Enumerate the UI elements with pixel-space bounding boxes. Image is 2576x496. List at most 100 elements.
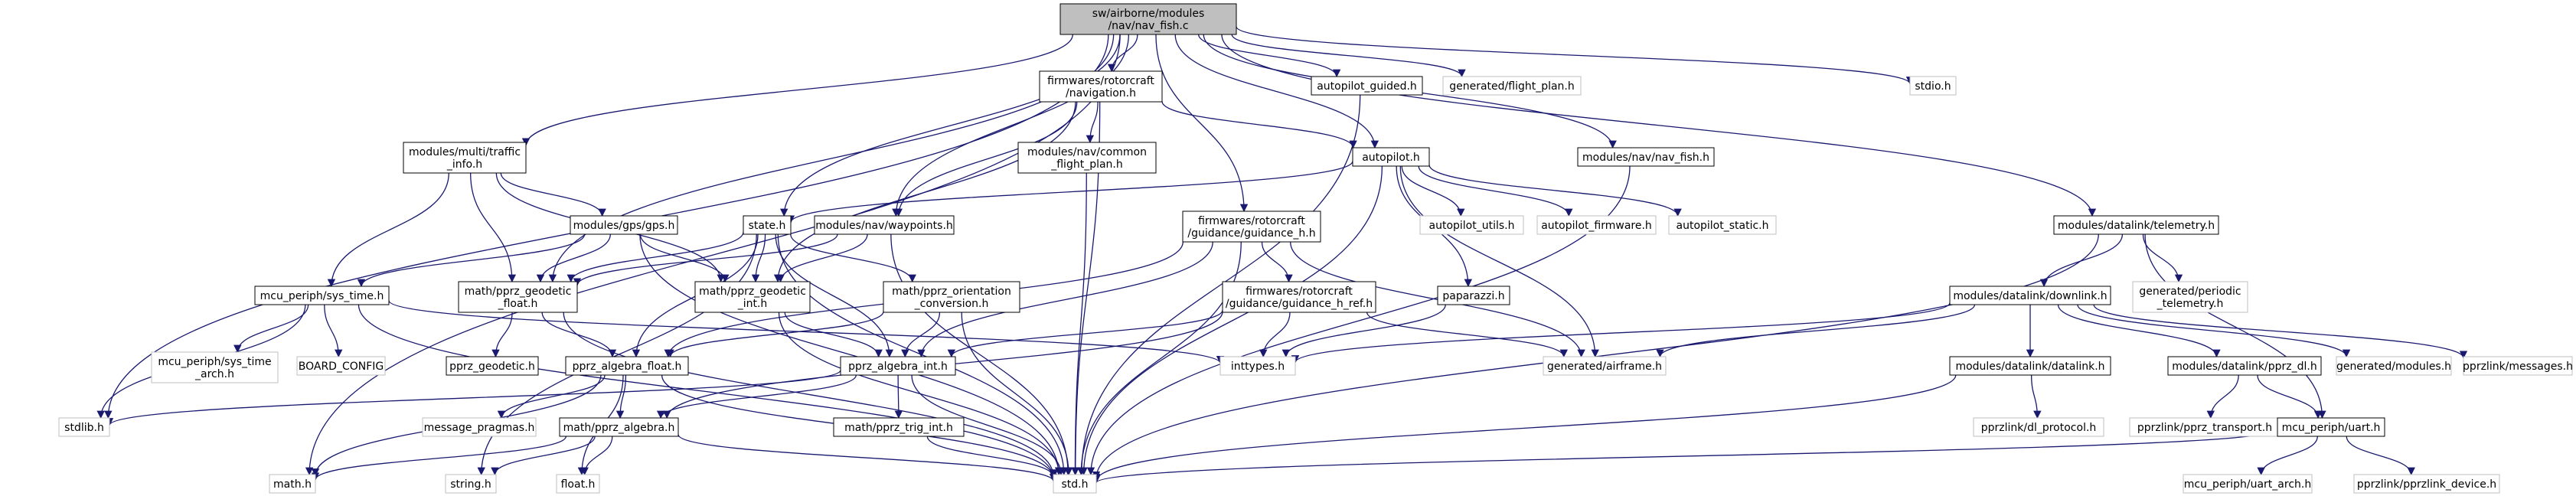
node-box-commonfp[interactable] bbox=[1017, 142, 1157, 174]
edge-gps-to-geoint bbox=[639, 233, 730, 283]
node-pprzdevice: pprzlink/pprzlink_device.h bbox=[2353, 474, 2500, 494]
node-box-stdlib bbox=[58, 417, 110, 437]
node-label-messages-line-0: pprzlink/messages.h bbox=[2463, 361, 2573, 373]
node-box-geodetic[interactable] bbox=[446, 356, 539, 376]
node-label-navfish-line-0: modules/nav/nav_fish.h bbox=[1582, 152, 1709, 164]
edge-nav-to-geoint bbox=[773, 101, 1076, 283]
node-apguided[interactable]: autopilot_guided.h bbox=[1311, 76, 1423, 96]
node-label-downlink-line-0: modules/datalink/downlink.h bbox=[1953, 290, 2107, 302]
node-traffic[interactable]: modules/multi/traffic_info.h bbox=[403, 142, 527, 174]
edge-root-to-waypoints bbox=[892, 34, 1129, 217]
edge-guidref-to-inttypes bbox=[1259, 312, 1291, 358]
node-label-stringh-line-0: string.h bbox=[450, 478, 491, 491]
node-box-stringh bbox=[445, 474, 497, 494]
node-label-apguided-line-0: autopilot_guided.h bbox=[1317, 80, 1417, 93]
node-box-trigint[interactable] bbox=[833, 417, 965, 437]
node-box-guidref[interactable] bbox=[1222, 281, 1376, 313]
node-box-nav[interactable] bbox=[1039, 70, 1163, 103]
node-box-state[interactable] bbox=[743, 215, 792, 235]
node-label-floath-line-0: float.h bbox=[561, 478, 596, 491]
node-algint[interactable]: pprz_algebra_int.h bbox=[840, 356, 956, 376]
edge-traffic-to-geofloat bbox=[469, 172, 517, 283]
edge-algebra-to-floath bbox=[580, 436, 613, 476]
edge-orient-to-algfloat bbox=[666, 311, 884, 358]
node-label-guidref-line-0: firmwares/rotorcraft bbox=[1246, 286, 1353, 298]
node-telemetry[interactable]: modules/datalink/telemetry.h bbox=[2053, 215, 2219, 235]
node-datalinkh[interactable]: modules/datalink/datalink.h bbox=[1949, 356, 2111, 376]
node-box-algebra[interactable] bbox=[559, 417, 679, 437]
node-box-paparazzi[interactable] bbox=[1437, 286, 1510, 305]
node-geofloat[interactable]: math/pprz_geodetic_float.h bbox=[458, 281, 578, 313]
edge-downlink-to-genmodules bbox=[2077, 304, 2351, 358]
edge-orient-to-algint bbox=[901, 312, 941, 358]
node-label-genfp-line-0: generated/flight_plan.h bbox=[1449, 80, 1575, 93]
node-box-root[interactable] bbox=[1059, 3, 1237, 35]
node-systime[interactable]: mcu_periph/sys_time.h bbox=[254, 286, 390, 305]
node-box-algfloat[interactable] bbox=[565, 356, 689, 376]
node-stdh: std.h bbox=[1053, 474, 1097, 494]
node-box-autopilot[interactable] bbox=[1352, 147, 1430, 167]
node-label-gps-line-0: modules/gps/gps.h bbox=[573, 220, 675, 232]
node-trigint[interactable]: math/pprz_trig_int.h bbox=[833, 417, 965, 437]
node-downlink[interactable]: modules/datalink/downlink.h bbox=[1949, 286, 2111, 305]
edge-nav-to-autopilot bbox=[1161, 101, 1357, 149]
node-box-navfish[interactable] bbox=[1577, 147, 1715, 167]
node-root[interactable]: sw/airborne/modules/nav/nav_fish.c bbox=[1059, 3, 1237, 35]
node-box-pprzdl[interactable] bbox=[2167, 356, 2322, 376]
node-box-algint[interactable] bbox=[840, 356, 956, 376]
node-guidref[interactable]: firmwares/rotorcraft/guidance/guidance_h… bbox=[1222, 281, 1376, 313]
node-autopilot[interactable]: autopilot.h bbox=[1352, 147, 1430, 167]
node-stdio: stdio.h bbox=[1909, 76, 1957, 96]
edge-geoint-to-algint bbox=[784, 312, 883, 358]
node-label-mathh-line-0: math.h bbox=[273, 478, 312, 491]
node-geodetic[interactable]: pprz_geodetic.h bbox=[446, 356, 539, 376]
node-box-telemetry[interactable] bbox=[2053, 215, 2219, 235]
node-box-messages bbox=[2463, 356, 2573, 376]
node-aputils: autopilot_utils.h bbox=[1419, 215, 1524, 235]
edge-geofloat-to-geodetic bbox=[491, 312, 513, 358]
node-box-orient[interactable] bbox=[883, 281, 1020, 313]
node-label-periodic-line-0: generated/periodic bbox=[2139, 286, 2241, 298]
node-box-geofloat[interactable] bbox=[458, 281, 578, 313]
node-box-guidanceh[interactable] bbox=[1182, 210, 1321, 243]
node-box-gps[interactable] bbox=[570, 215, 678, 235]
edge-uart-to-stdh bbox=[1092, 429, 2278, 484]
node-nav[interactable]: firmwares/rotorcraft/navigation.h bbox=[1039, 70, 1163, 103]
edge-autopilot-to-state bbox=[786, 161, 1353, 224]
node-commonfp[interactable]: modules/nav/common_flight_plan.h bbox=[1017, 142, 1157, 174]
node-label-traffic-line-1: _info.h bbox=[446, 158, 482, 171]
node-algfloat[interactable]: pprz_algebra_float.h bbox=[565, 356, 689, 376]
node-label-trigint-line-0: math/pprz_trig_int.h bbox=[844, 422, 953, 434]
node-label-orient-line-0: math/pprz_orientation bbox=[892, 286, 1011, 298]
node-box-traffic[interactable] bbox=[403, 142, 527, 174]
edge-guidref-to-algint bbox=[947, 309, 1223, 358]
edge-algint-to-algebra bbox=[657, 374, 857, 419]
node-gps[interactable]: modules/gps/gps.h bbox=[570, 215, 678, 235]
node-geoint[interactable]: math/pprz_geodetic_int.h bbox=[694, 281, 811, 313]
node-state[interactable]: state.h bbox=[743, 215, 792, 235]
node-genmodules: generated/modules.h bbox=[2336, 356, 2452, 376]
node-box-downlink[interactable] bbox=[1949, 286, 2111, 305]
node-label-apfirmware-line-0: autopilot_firmware.h bbox=[1541, 220, 1652, 232]
node-algebra[interactable]: math/pprz_algebra.h bbox=[559, 417, 679, 437]
node-guidanceh[interactable]: firmwares/rotorcraft/guidance/guidance_h… bbox=[1182, 210, 1321, 243]
node-box-systime[interactable] bbox=[254, 286, 390, 305]
node-box-datalinkh[interactable] bbox=[1949, 356, 2111, 376]
node-label-transport-line-0: pprzlink/pprz_transport.h bbox=[2137, 422, 2272, 434]
node-box-apguided[interactable] bbox=[1311, 76, 1423, 96]
node-pprzdl[interactable]: modules/datalink/pprz_dl.h bbox=[2167, 356, 2322, 376]
node-orient[interactable]: math/pprz_orientation_conversion.h bbox=[883, 281, 1020, 313]
node-box-geoint[interactable] bbox=[694, 281, 811, 313]
node-uart[interactable]: mcu_periph/uart.h bbox=[2277, 417, 2385, 437]
node-box-uart[interactable] bbox=[2277, 417, 2385, 437]
node-paparazzi[interactable]: paparazzi.h bbox=[1437, 286, 1510, 305]
edge-algint-to-stdh bbox=[911, 374, 1066, 476]
node-box-uartarch bbox=[2183, 474, 2313, 494]
node-waypoints[interactable]: modules/nav/waypoints.h bbox=[814, 215, 955, 235]
edge-root-to-state bbox=[780, 34, 1121, 217]
node-label-paparazzi-line-0: paparazzi.h bbox=[1442, 290, 1504, 302]
edge-systime-to-boardcfg bbox=[324, 304, 343, 358]
node-box-waypoints[interactable] bbox=[814, 215, 955, 235]
edge-uart-to-uartarch bbox=[2257, 436, 2318, 476]
node-navfish[interactable]: modules/nav/nav_fish.h bbox=[1577, 147, 1715, 167]
